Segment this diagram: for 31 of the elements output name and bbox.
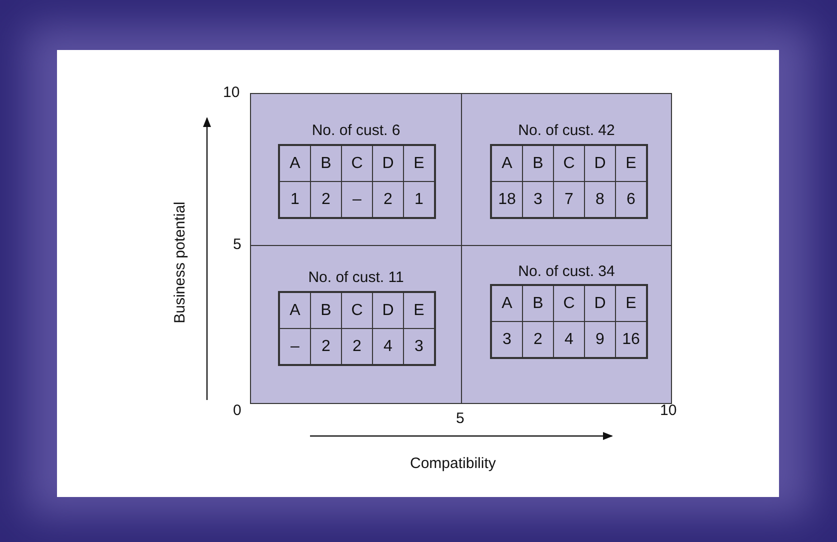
column-letter: D — [372, 145, 404, 182]
column-letter: C — [554, 285, 584, 322]
column-letter: C — [554, 145, 584, 182]
tick-label: 10 — [223, 84, 240, 101]
axis-title: Business potential — [171, 201, 188, 323]
column-letter: D — [372, 292, 404, 328]
column-letter: B — [310, 292, 342, 328]
quadrant-heading: No. of cust. 11 — [307, 269, 405, 286]
tick-label: 10 — [660, 402, 677, 419]
tick-label: 5 — [456, 410, 464, 427]
column-letter: B — [522, 145, 554, 182]
axis-title: Compatibility — [410, 455, 496, 472]
quadrant-panel — [461, 93, 672, 246]
tick-label: 5 — [233, 236, 242, 253]
quadrant-panel — [250, 93, 462, 246]
quadrant-heading: No. of cust. 34 — [517, 263, 616, 280]
tick-label: 0 — [233, 402, 242, 419]
column-letter: B — [522, 285, 554, 322]
column-letter: C — [342, 292, 372, 328]
quadrant-panel — [250, 245, 462, 404]
column-letter: B — [310, 145, 342, 182]
column-letter: A — [279, 145, 310, 182]
column-letter: A — [279, 292, 310, 328]
column-letter: D — [584, 145, 616, 182]
quadrant-heading: No. of cust. 6 — [310, 122, 402, 139]
quadrant-panel — [461, 245, 672, 404]
column-letter: C — [342, 145, 372, 182]
column-letter: D — [584, 285, 616, 322]
column-letter: A — [491, 285, 522, 322]
quadrant-heading: No. of cust. 42 — [517, 122, 616, 139]
column-letter: A — [491, 145, 522, 182]
